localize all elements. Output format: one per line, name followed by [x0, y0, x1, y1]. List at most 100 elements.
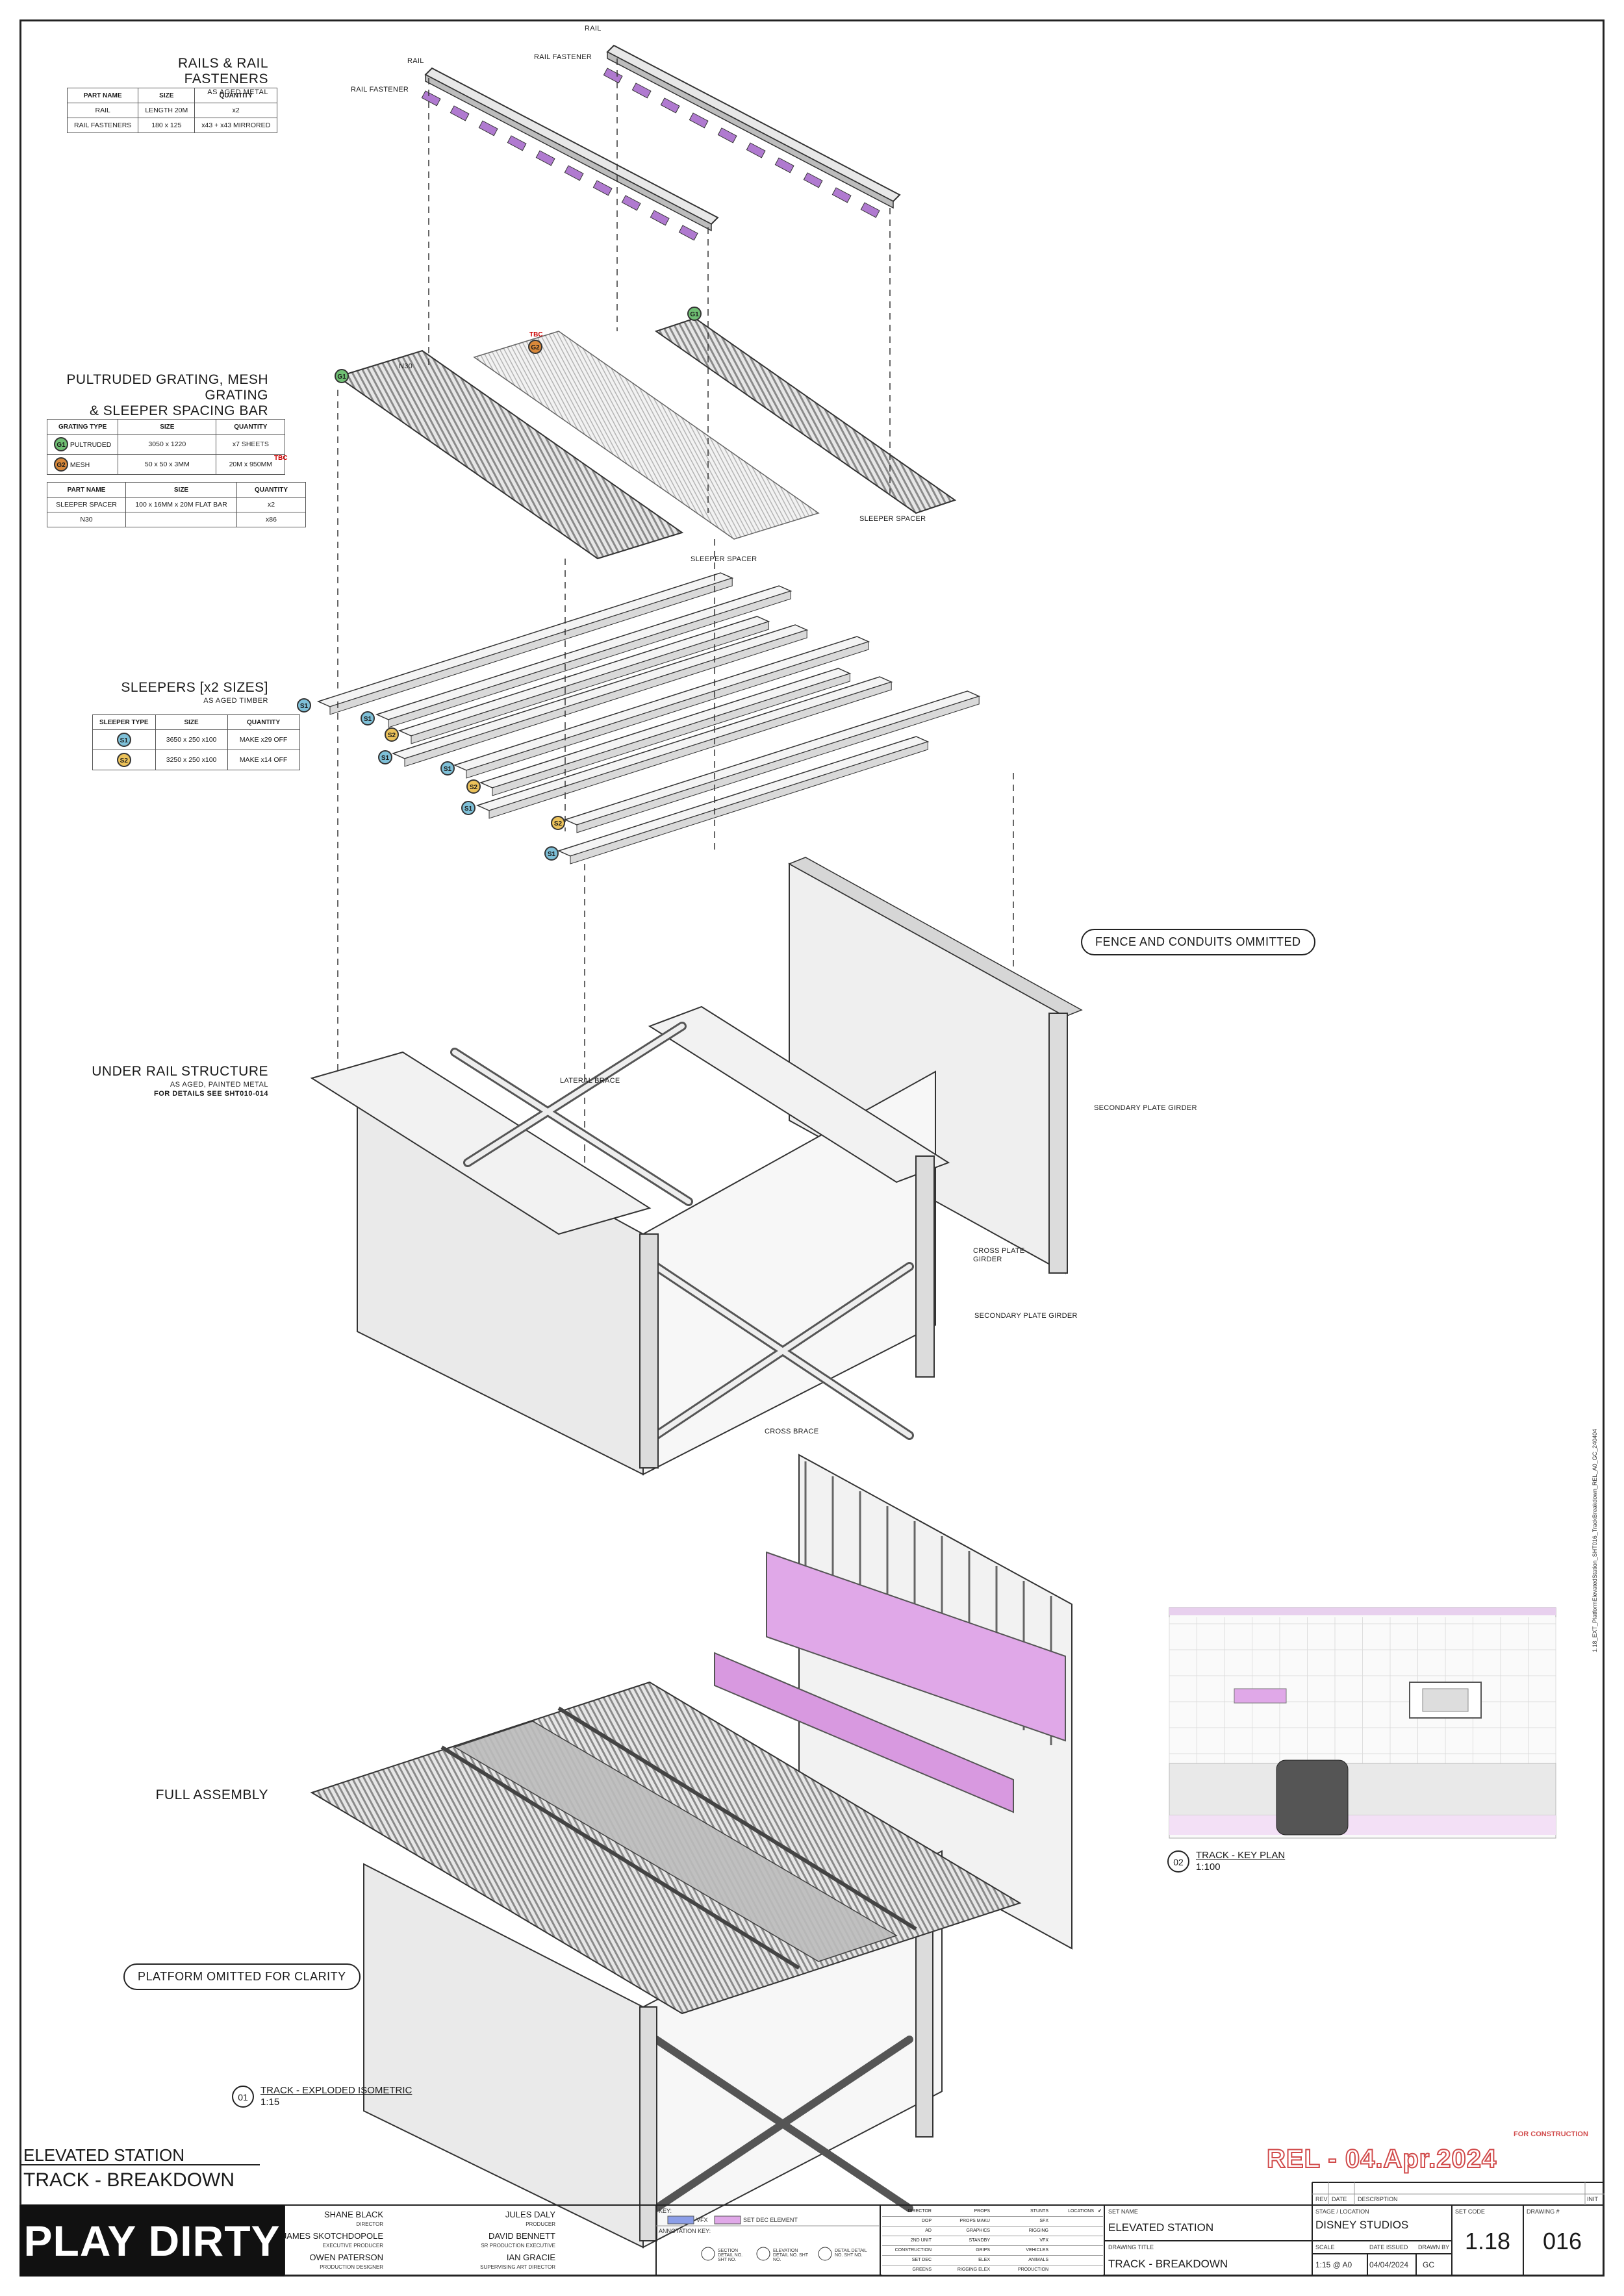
department-cell: GRAPHICS [966, 2228, 990, 2233]
department-cell: DOP [921, 2219, 932, 2223]
table-cell: RAIL [66, 103, 139, 118]
grating-type: PULTRUDED [70, 441, 112, 449]
department-cell: RIGGING ELEX [957, 2267, 990, 2272]
annotation-elevation-label: ELEVATION DETAIL NO. SHT NO. [773, 2249, 808, 2262]
n30-label: N30 [399, 362, 413, 370]
annotation-section-label: SECTION DETAIL NO. SHT NO. [718, 2249, 743, 2262]
sleeper-tag: S1 [461, 801, 476, 815]
column-header: SIZE [118, 419, 217, 435]
check-icon: ✓ [1098, 2209, 1102, 2214]
column-header: GRATING TYPE [46, 419, 119, 435]
grating-section-title: PULTRUDED GRATING, MESH GRATING & SLEEPE… [26, 372, 268, 419]
table-cell: S1 [92, 729, 156, 750]
check-icon: ✓ [1098, 2209, 1102, 2214]
table-row: S1 3650 x 250 x100 MAKE x29 OFF [92, 729, 300, 750]
table-row: N30 x86 [47, 512, 306, 527]
table-header-row: PART NAME SIZE QUANTITY [66, 88, 278, 103]
project-title: ELEVATED STATION [23, 2145, 185, 2165]
drawing-title-value: TRACK - BREAKDOWN [1108, 2258, 1228, 2270]
check-icon: ✓ [1098, 2209, 1102, 2214]
sleeper-tag: S1 [361, 711, 375, 725]
table-cell: x2 [194, 103, 278, 118]
view-number: 02 [1167, 1850, 1189, 1873]
department-cell: DIRECTOR [907, 2209, 932, 2214]
table-cell: 100 x 16MM x 20M FLAT BAR [125, 497, 237, 512]
secondary-plate-girder-label: SECONDARY PLATE GIRDER [974, 1312, 1078, 1320]
check-icon: ✓ [1098, 2209, 1102, 2214]
table-cell: S2 [92, 750, 156, 770]
department-cell: SFX [1039, 2219, 1048, 2223]
department-cell: ELEX [978, 2258, 990, 2262]
credit-role: DIRECTOR [356, 2221, 383, 2227]
department-cell: CONSTRUCTION [894, 2248, 932, 2252]
table-row: S2 3250 x 250 x100 MAKE x14 OFF [92, 750, 300, 770]
revision-header: REV [1315, 2196, 1328, 2202]
sleeper-tag-s1: S1 [116, 733, 131, 747]
grating-tag-g1: G1 [687, 307, 702, 321]
table-row: G2 MESH 50 x 50 x 3MM 20M x 950MM [46, 454, 286, 475]
credit-role: EXECUTIVE PRODUCER [322, 2243, 383, 2249]
table-cell [125, 512, 237, 527]
grating-tag-g2: G2 [528, 340, 542, 354]
under-rail-reference: FOR DETAILS SEE SHT010-014 [153, 1090, 268, 1098]
department-row: DIRECTOR✓PROPS✓STUNTS✓LOCATIONS [882, 2207, 1103, 2217]
sleeper-tag: S1 [378, 750, 392, 764]
set-name-label: SET NAME [1108, 2208, 1138, 2215]
set-code-label: SET CODE [1455, 2208, 1485, 2215]
rail-fastener-label: RAIL FASTENER [351, 86, 409, 94]
column-header: PART NAME [47, 482, 126, 498]
table-cell: x43 + x43 MIRRORED [194, 118, 278, 133]
grating-g2-mesh [473, 331, 820, 540]
department-cell: LOCATIONS [1068, 2209, 1094, 2214]
under-rail-structure [310, 857, 1083, 1476]
check-icon: ✓ [1098, 2209, 1102, 2214]
set-code-value: 1.18 [1465, 2228, 1511, 2254]
department-cell: STANDBY [969, 2238, 990, 2243]
department-cell [1058, 2217, 1103, 2226]
tbc-label: TBC [529, 331, 543, 338]
department-row: AD✓GRAPHICS✓RIGGING✓ [882, 2209, 1103, 2236]
rail-right [606, 44, 901, 209]
department-cell: ANIMALS [1028, 2258, 1048, 2262]
table-cell: 3650 x 250 x100 [155, 729, 228, 750]
file-code: 1.18_EXT_PlatformElevatedStation_SHT016_… [1592, 1429, 1598, 1652]
sleepers-title-text: SLEEPERS [x2 SIZES] [121, 680, 268, 695]
date-label: DATE ISSUED [1369, 2244, 1408, 2251]
department-cell: PROPS MAKU [959, 2219, 990, 2223]
rail-label: RAIL [585, 25, 602, 32]
column-header: QUANTITY [194, 88, 278, 103]
credit-name: IAN GRACIE [506, 2252, 555, 2262]
key-vfx-label: VFX [696, 2217, 708, 2223]
key-plan [1169, 1607, 1556, 1839]
table-row: G1 PULTRUDED 3050 x 1220 x7 SHEETS [46, 434, 286, 455]
platform-omitted-note: PLATFORM OMITTED FOR CLARITY [123, 1963, 361, 1990]
column-header: QUANTITY [216, 419, 286, 435]
department-cell [1058, 2256, 1103, 2265]
sleepers-section-title: SLEEPERS [x2 SIZES] AS AGED TIMBER [91, 680, 268, 705]
full-assembly-title-text: FULL ASSEMBLY [155, 1787, 268, 1802]
table-row: RAIL LENGTH 20M x2 [66, 103, 278, 118]
sleeper-spacer-label: SLEEPER SPACER [859, 515, 926, 523]
table-header-row: GRATING TYPE SIZE QUANTITY [46, 419, 286, 435]
grating-g1-right [654, 317, 957, 514]
sleeper-tag: S1 [440, 761, 455, 776]
revision-initials-header: INIT [1587, 2196, 1598, 2202]
sleeper-tag: S1 [297, 698, 311, 713]
table-cell: x7 SHEETS [216, 434, 286, 455]
check-icon: ✓ [1098, 2209, 1102, 2214]
cross-plate-label: CROSS PLATE [973, 1247, 1025, 1255]
view-scale: 1:15 [260, 2097, 280, 2108]
department-row: GREENS✓RIGGING ELEX✓PRODUCTION✓ [882, 2209, 1103, 2275]
department-cell: SET DEC [911, 2258, 932, 2262]
table-cell: x2 [236, 497, 306, 512]
view-scale: 1:100 [1196, 1861, 1221, 1873]
department-cell: STUNTS [1030, 2209, 1048, 2214]
department-cell: AD [925, 2228, 932, 2233]
check-icon: ✓ [1098, 2209, 1102, 2214]
check-icon: ✓ [1098, 2209, 1102, 2214]
check-icon: ✓ [1098, 2209, 1102, 2214]
